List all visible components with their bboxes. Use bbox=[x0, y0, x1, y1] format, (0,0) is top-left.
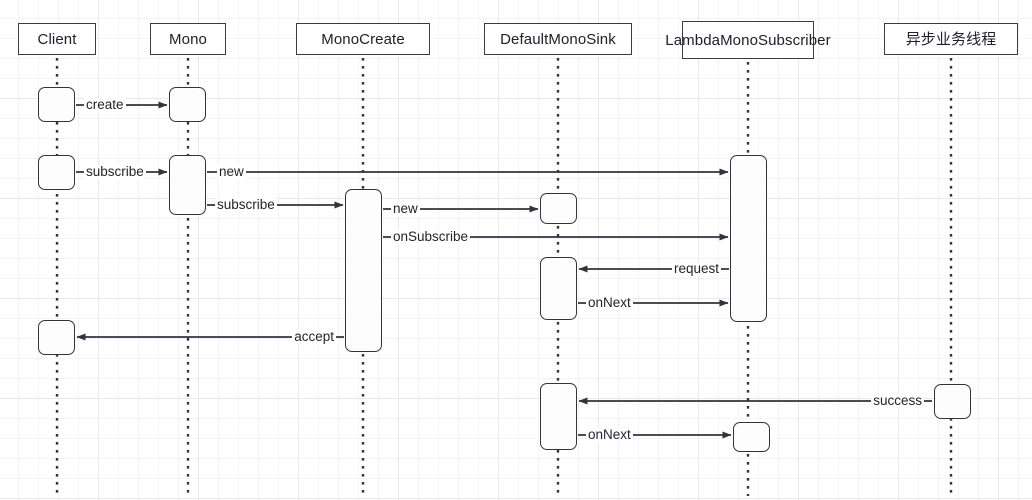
message-label-m10: success bbox=[871, 393, 924, 408]
activation-bar-client[interactable] bbox=[38, 87, 75, 122]
lifeline-header-sink[interactable]: DefaultMonoSink bbox=[484, 23, 632, 55]
activation-bar-monocreate[interactable] bbox=[345, 189, 382, 352]
lifeline-dashes bbox=[55, 58, 953, 496]
message-arrows bbox=[76, 101, 932, 439]
lifeline-header-client[interactable]: Client bbox=[18, 23, 96, 55]
activation-bar-subscriber[interactable] bbox=[730, 155, 767, 322]
lifeline-header-label: DefaultMonoSink bbox=[500, 30, 616, 48]
activation-bar-client[interactable] bbox=[38, 155, 75, 190]
lifeline-header-label: Mono bbox=[169, 30, 207, 48]
message-label-m6: onSubscribe bbox=[391, 229, 471, 244]
activation-bar-sink[interactable] bbox=[540, 257, 577, 320]
activation-bar-client[interactable] bbox=[38, 320, 75, 355]
message-label-m2: subscribe bbox=[84, 164, 146, 179]
message-label-m4: subscribe bbox=[215, 197, 277, 212]
lifeline-header-mono[interactable]: Mono bbox=[150, 23, 226, 55]
activation-bar-async[interactable] bbox=[934, 384, 971, 419]
activation-bar-mono[interactable] bbox=[169, 155, 206, 215]
message-label-m5: new bbox=[391, 201, 420, 216]
message-label-m8: onNext bbox=[586, 295, 633, 310]
message-label-m9: accept bbox=[292, 329, 336, 344]
activation-bar-sink[interactable] bbox=[540, 383, 577, 450]
activation-bar-mono[interactable] bbox=[169, 87, 206, 122]
message-label-m1: create bbox=[84, 97, 126, 112]
message-label-m3: new bbox=[217, 164, 246, 179]
activation-bar-subscriber[interactable] bbox=[733, 422, 770, 452]
message-label-m11: onNext bbox=[586, 427, 633, 442]
lifeline-header-label: Client bbox=[37, 30, 77, 48]
lifeline-header-label: 异步业务线程 bbox=[905, 30, 997, 48]
activation-bar-sink[interactable] bbox=[540, 193, 577, 224]
message-label-m7: request bbox=[671, 261, 721, 276]
lifeline-header-label: LambdaMonoSubscriber bbox=[665, 31, 831, 49]
lifeline-header-async[interactable]: 异步业务线程 bbox=[884, 23, 1018, 55]
lifeline-header-subscriber[interactable]: LambdaMonoSubscriber bbox=[665, 21, 831, 59]
lifeline-header-label: MonoCreate bbox=[321, 30, 405, 48]
lifeline-header-monocreate[interactable]: MonoCreate bbox=[296, 23, 430, 55]
